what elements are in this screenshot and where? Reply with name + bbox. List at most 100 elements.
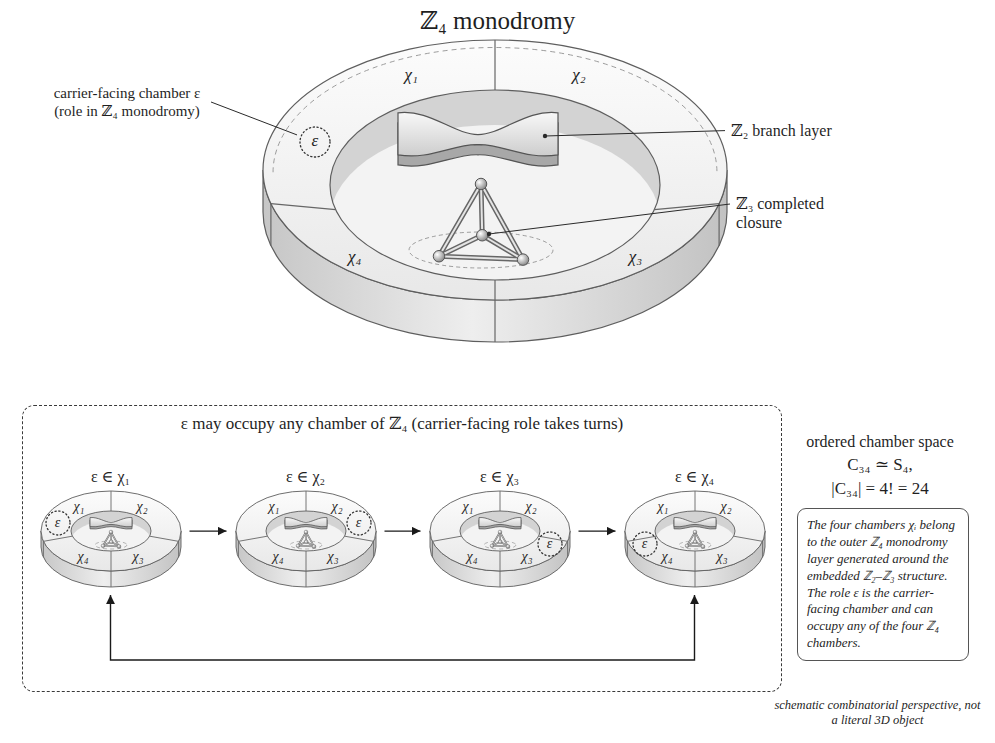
space-label: ordered chamber space [782,432,978,451]
chamber-label: χ₂ [332,499,343,514]
chamber-divider [149,536,178,541]
tetra-edge-highlight [482,235,523,259]
tetra-edge-highlight [298,532,306,546]
chamber-label: χ₄ [661,549,672,564]
role-symbol: ε [311,132,318,151]
wall-divider [626,541,627,557]
wall-divider [694,571,695,587]
ring-outline [231,487,381,591]
tetra-vertex [693,530,697,534]
leader-lines [211,102,730,236]
wall-divider [110,571,111,587]
tetra-vertex [517,254,529,266]
cycle-arrow [190,530,227,531]
tetra-vertex [685,544,689,548]
leader-dot [543,134,547,138]
wall-divider [178,541,179,557]
chamber-label: χ₂ [137,499,148,514]
wall-divider [494,300,495,342]
chamber-divider [499,491,500,511]
carrier-chamber-marker: ε [45,510,71,536]
chamber-divider [733,536,762,541]
leader-line [545,131,725,136]
ring-illustration [41,491,181,587]
mini-ring: ε ∈ χ₃χ₁χ₂χ₄χ₃ε [425,468,575,592]
tetra-edge-highlight [298,545,314,547]
wall-divider [567,541,568,557]
ring-illustration [430,491,570,587]
tetra-vertex [109,540,113,544]
chamber-divider [499,551,500,571]
chamber-divider [305,491,306,511]
tetra-edge [111,532,119,546]
ring-face [625,491,765,571]
wall-divider [762,541,763,557]
chamber-divider [238,536,267,541]
ring-hole-edge [266,511,346,551]
tetra-vertex [312,545,316,549]
chamber-divider [538,536,567,541]
note-box: The four chambers χᵢ belong to the outer… [797,508,969,661]
chamber-label: χ₂ [572,66,585,85]
ring-illustration [263,40,727,342]
closure-label: ℤ₃ completed closure [736,194,856,232]
diagram-title: ℤ₄ monodromy [0,6,995,35]
footer-note: schematic combinatorial perspective, not… [770,698,985,728]
ring-illustration [625,491,765,587]
mini-ring: ε ∈ χ₄χ₁χ₂χ₄χ₃ε [620,468,770,592]
state-heading: ε ∈ χ₂ [231,468,381,488]
tetra-edge [103,532,111,546]
dotted-circle-outline [46,511,70,535]
carrier-chamber-marker: ε [632,531,658,557]
tetra-vertex [117,545,121,549]
chamber-label: χ₄ [77,549,88,564]
wall-divider [237,541,238,557]
chamber-label: χ₁ [268,499,279,514]
state-heading: ε ∈ χ₄ [620,468,770,488]
wall-divider [499,571,500,587]
wall-divider [305,571,306,587]
chamber-divider [627,536,656,541]
dotted-circle-outline [633,532,657,556]
tetra-edge-highlight [306,532,314,546]
chamber-label: χ₃ [629,248,642,267]
chamber-divider [432,536,461,541]
wall-divider [270,204,271,246]
chamber-label: χ₄ [466,549,477,564]
state-heading: ε ∈ χ₃ [425,468,575,488]
ring-face [236,491,376,571]
ring-hole-edge [460,511,540,551]
ring-outline [36,487,186,591]
tetra-edge [298,532,306,546]
tetra-edge-highlight [500,532,508,546]
tetra-vertex [693,540,697,544]
chamber-divider [110,491,111,511]
tetra-edge [500,532,508,546]
role-symbol: ε [547,536,553,551]
ring-hole-edge [655,511,735,551]
chamber-label: χ₂ [526,499,537,514]
chamber-divider [494,280,495,300]
tetra-edge-highlight [111,532,119,546]
mini-ring: ε ∈ χ₂χ₁χ₂χ₄χ₃ε [231,468,381,592]
tetra-edge-highlight [492,532,500,546]
space-order: |C₃₄| = 4! = 24 [782,479,978,499]
tetra-vertex [498,540,502,544]
state-heading: ε ∈ χ₁ [36,468,186,488]
tetra-edge [695,532,703,546]
tetra-edge-highlight [439,235,482,256]
chamber-label: χ₄ [272,549,283,564]
mini-ring: ε ∈ χ₁χ₁χ₂χ₄χ₃ε [36,468,186,592]
cycle-arrow [579,530,616,531]
chamber-label: χ₃ [132,549,143,564]
dotted-circle-outline [347,511,371,535]
ring-face [430,491,570,571]
tetra-edge [306,532,314,546]
branch-label: ℤ₂ branch layer [731,121,832,140]
chamber-label: χ₁ [462,499,473,514]
chamber-label: χ₁ [657,499,668,514]
panel-title: ε may occupy any chamber of ℤ₄ (carrier-… [23,415,781,434]
role-symbol: ε [642,536,648,551]
dotted-circle-outline [538,532,562,556]
role-symbol: ε [356,515,362,530]
